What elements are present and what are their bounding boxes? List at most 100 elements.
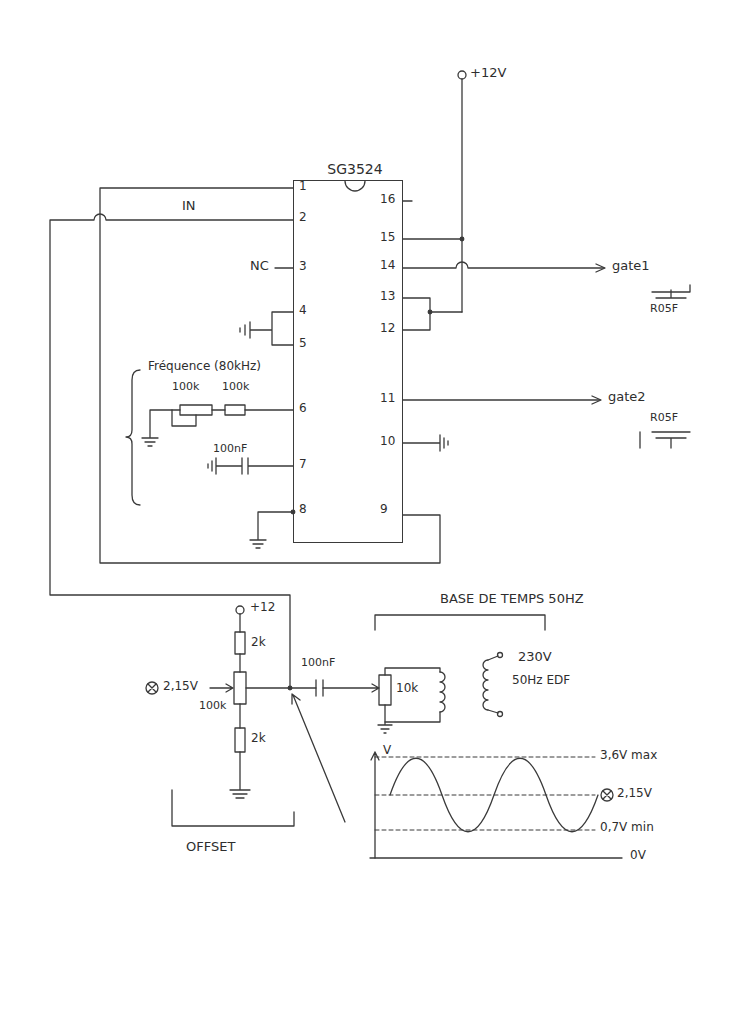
- time-base-network: [488, 656, 498, 713]
- feedback-wire: [275, 267, 293, 268]
- time-base-network: [316, 615, 545, 733]
- time-base-network: [379, 675, 391, 705]
- offset-divider: [234, 672, 246, 704]
- pin-note: NC: [250, 259, 269, 273]
- ground-symbol: [403, 435, 448, 451]
- signal-name: gate1: [612, 259, 650, 273]
- time-base-network: [440, 672, 445, 712]
- ic-notch: [345, 181, 365, 191]
- offset-divider: [230, 752, 250, 798]
- note: 50Hz EDF: [512, 674, 570, 687]
- ground-symbol: [250, 512, 293, 548]
- mosfet-symbol: [652, 285, 690, 298]
- offset-divider: [146, 606, 345, 826]
- chip-name: SG3524: [327, 161, 382, 177]
- component-value: 10k: [396, 682, 418, 695]
- gate-wire: [403, 262, 604, 268]
- offset-divider: [246, 687, 316, 688]
- time-base-network: [385, 668, 440, 675]
- gate-wire: [596, 264, 605, 272]
- waveform-graph: [370, 857, 622, 858]
- pin-number: 15: [380, 231, 395, 244]
- waveform-graph: [390, 758, 598, 832]
- signal-name: IN: [182, 199, 196, 213]
- time-base-network: [375, 615, 545, 630]
- pin-number: 16: [380, 193, 395, 206]
- pin-number: 2: [299, 211, 307, 224]
- frequency-network: [180, 405, 212, 415]
- component-value: 2k: [251, 732, 266, 745]
- frequency-network: [225, 405, 245, 415]
- time-base-network: [483, 660, 488, 710]
- ic-notch: [345, 181, 365, 191]
- supply-wire: [403, 200, 412, 201]
- frequency-network: [212, 409, 225, 410]
- gate-wire: [403, 399, 600, 400]
- supply-wire: [458, 71, 466, 79]
- component-value: 100k: [199, 700, 226, 712]
- time-base-network: [498, 712, 503, 717]
- supply-wire: [460, 237, 464, 241]
- supply-wire: [461, 79, 462, 312]
- offset-divider: [235, 728, 245, 752]
- waveform-graph: [370, 752, 622, 858]
- time-base-network: [316, 680, 323, 696]
- waveform-graph: [603, 791, 611, 799]
- feedback-wire: [50, 214, 293, 688]
- supply-label: +12V: [470, 66, 506, 80]
- frequency-network: [126, 370, 293, 505]
- offset-divider: [235, 632, 245, 654]
- gate-wire: [592, 396, 601, 404]
- voltage-note: 230V: [518, 650, 552, 664]
- voltage-note: 0,7V min: [600, 821, 654, 834]
- frequency-network: [126, 370, 140, 505]
- pin-number: 6: [299, 402, 307, 415]
- feedback-wire: [100, 188, 440, 563]
- component-value: 100nF: [213, 443, 247, 455]
- time-base-network: [378, 705, 392, 733]
- frequency-network: [172, 410, 196, 426]
- pin-number: 10: [380, 435, 395, 448]
- component-value: 100k: [222, 381, 249, 393]
- voltage-note: 3,6V max: [600, 749, 657, 762]
- part-name: R05F: [650, 303, 678, 315]
- component-value: 100k: [172, 381, 199, 393]
- time-base-network: [498, 653, 503, 658]
- waveform-graph: [375, 757, 595, 830]
- offset-divider: [172, 790, 294, 826]
- gate-wire: [403, 262, 605, 404]
- offset-divider: [239, 614, 240, 632]
- offset-divider: [210, 684, 233, 692]
- voltage-note: 0V: [630, 849, 646, 862]
- pin-number: 1: [299, 180, 307, 193]
- time-base-network: [323, 684, 379, 692]
- offset-divider: [292, 694, 345, 822]
- supply-wire: [428, 310, 432, 314]
- mosfet-symbol: [640, 285, 690, 448]
- pin-number: 14: [380, 259, 395, 272]
- pin-number: 11: [380, 392, 395, 405]
- axis-label: V: [383, 744, 391, 757]
- supply-wire: [403, 298, 430, 330]
- ground-symbol: [208, 458, 293, 474]
- signal-name: gate2: [608, 390, 646, 404]
- ground-symbol: [208, 312, 448, 548]
- time-base-network: [385, 712, 440, 722]
- waveform-graph: [371, 752, 379, 858]
- frequency-network: [142, 410, 180, 446]
- pin-number: 8: [299, 503, 307, 516]
- frequency-network: [245, 409, 293, 410]
- pin-number: 13: [380, 290, 395, 303]
- offset-divider: [146, 682, 158, 694]
- voltage-note: 2,15V: [163, 680, 198, 693]
- supply-label: +12: [250, 601, 275, 614]
- note: Fréquence (80kHz): [148, 360, 261, 373]
- pin-number: 12: [380, 322, 395, 335]
- section-title: OFFSET: [186, 840, 235, 854]
- offset-divider: [236, 606, 244, 614]
- component-value: 2k: [251, 636, 266, 649]
- section-title: BASE DE TEMPS 50HZ: [440, 592, 584, 606]
